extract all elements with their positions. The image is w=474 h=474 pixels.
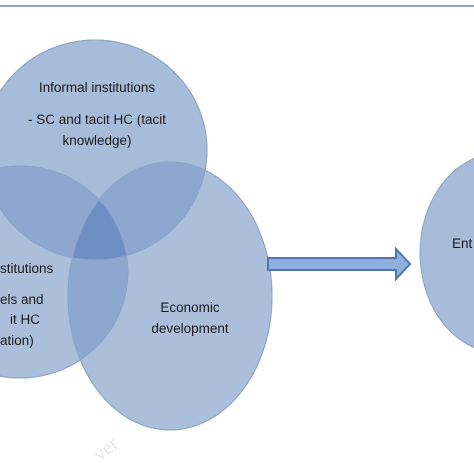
formal-line-4: ation) [0,333,34,348]
outcome-line-1: Ent [452,236,473,251]
economic-line-1: Economic [160,300,220,315]
overlap-informal-formal [0,166,128,260]
formal-line-3: it HC [10,312,40,327]
watermark-text: ver [89,432,123,465]
economic-line-2: development [151,321,229,336]
informal-title: Informal institutions [39,80,156,95]
outcome-circle [419,157,474,349]
formal-line-1: stitutions [0,261,54,276]
informal-line-1: - SC and tacit HC (tacit [28,112,166,127]
formal-line-2: els and [0,292,44,307]
block-arrow [267,246,412,282]
informal-line-2: knowledge) [62,133,131,148]
